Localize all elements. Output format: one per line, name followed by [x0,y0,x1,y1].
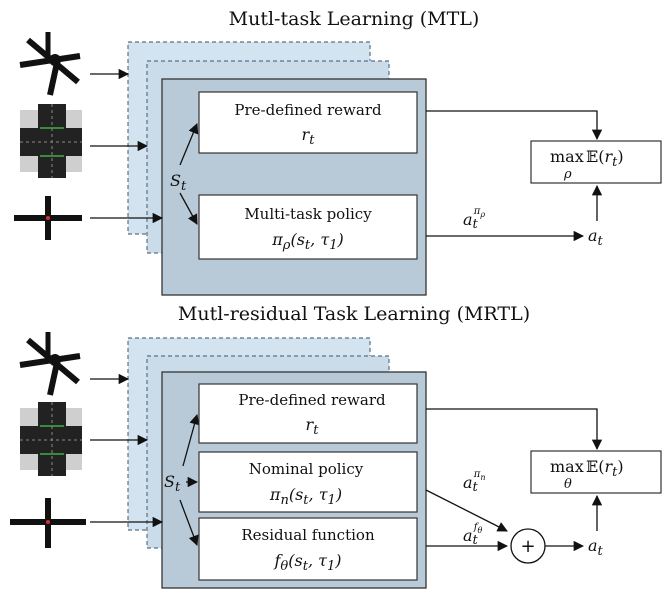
mtl-reward-label: Pre-defined reward [234,101,382,119]
mrtl-objective-max: max [550,457,584,476]
mtl-reward-to-objective-arrow [426,110,603,141]
mtl-reward-box [198,91,418,154]
mrtl-nominal-action-label: atπn [463,469,486,495]
mrtl-residual-formula: fθ(st, τ1) [273,551,341,574]
mtl-action-label: atπρ [463,206,485,232]
mtl-objective-max: max [550,147,584,166]
mrtl-title: Mutl-residual Task Learning (MRTL) [178,303,530,325]
mrtl-branch-down [179,499,199,546]
mtl-policy-label: Multi-task policy [244,205,372,223]
mrtl-nominal-action-arrow [425,489,508,532]
mrtl-nominal-label: Nominal policy [249,460,364,478]
intersection-x-icon [19,332,81,396]
mrtl-objective-box [530,450,662,494]
mtl-objective-box [530,140,662,184]
mtl-objective-sub: ρ [563,167,572,182]
mtl-branch-up [179,123,199,166]
mtl-title: Mutl-task Learning (MTL) [229,8,480,30]
mtl-policy-box [198,194,418,260]
mrtl-reward-to-objective-arrow [426,408,603,451]
mrtl-objective-sub: θ [564,477,572,492]
mrtl-residual-box [198,517,418,581]
mrtl-branch-up [182,413,200,467]
mrtl-residual-label: Residual function [241,526,375,544]
mrtl-reward-box [198,383,418,444]
sum-symbol: + [520,536,535,557]
aerial-intersection-icon [20,402,82,476]
mtl-output-action: at [588,226,604,249]
mrtl-reward-label: Pre-defined reward [238,391,386,409]
aerial-intersection-icon [20,104,82,178]
plus-intersection-icon [14,196,82,240]
mrtl-residual-action-label: atfθ [463,522,482,548]
mrtl-output-action: at [588,536,604,559]
mrtl-nominal-box [198,451,418,513]
intersection-x-icon [19,32,81,96]
mtl-branch-down [179,192,198,225]
plus-intersection-icon [10,498,86,548]
